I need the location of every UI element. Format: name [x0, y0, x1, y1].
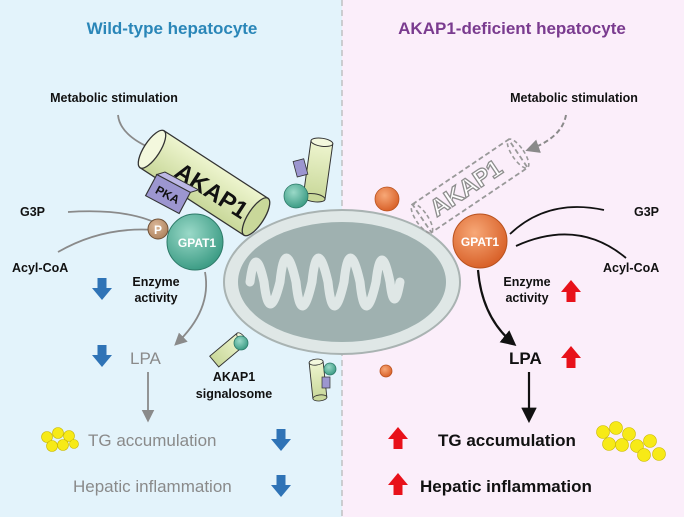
gpat1-small-top [283, 183, 309, 209]
akap1-cylinder-left [137, 129, 271, 237]
right-activity-label: activity [505, 291, 548, 305]
up-arrow-icon [388, 427, 408, 449]
gpat1-right-label: GPAT1 [461, 235, 500, 249]
up-arrow-icon [561, 280, 581, 302]
gpat1-left [166, 213, 224, 271]
left-inflammation-label: Hepatic inflammation [73, 477, 232, 496]
right-g3p-label: G3P [634, 205, 659, 219]
mitochondrion [223, 209, 461, 355]
up-arrow-icon [561, 346, 581, 368]
tg-droplets-right [596, 421, 666, 462]
right-metabolic-arrow [525, 114, 567, 153]
right-gpat1-to-lpa-arrow [476, 269, 517, 346]
tg-droplets-left [41, 427, 79, 452]
left-lpa-label: LPA [130, 349, 162, 368]
gpat1-signalosome [233, 335, 249, 351]
signalosome-label-line2: signalosome [196, 387, 272, 401]
gpat1-small-bottom [323, 362, 337, 376]
signalosome-label-line1: AKAP1 [213, 370, 255, 384]
pka-block [144, 171, 200, 215]
phosphate-circle [147, 218, 169, 240]
gpat1-left-label: GPAT1 [178, 236, 217, 250]
left-acylcoa-label: Acyl-CoA [12, 261, 68, 275]
down-arrow-icon [271, 475, 291, 497]
right-enzyme-label: Enzyme [503, 275, 550, 289]
left-activity-label: activity [134, 291, 177, 305]
phosphate-label: P [154, 223, 162, 237]
left-gpat1-to-lpa-arrow [174, 271, 207, 346]
down-arrow-icon [92, 345, 112, 367]
right-lpa-label: LPA [509, 349, 542, 368]
right-inflammation-label: Hepatic inflammation [420, 477, 592, 496]
pka-small-bottom [321, 376, 331, 389]
left-g3p-label: G3P [20, 205, 45, 219]
right-title: AKAP1-deficient hepatocyte [398, 19, 626, 38]
up-arrow-icon [388, 473, 408, 495]
down-arrow-icon [271, 429, 291, 451]
left-metabolic-label: Metabolic stimulation [50, 91, 178, 105]
gpat1-free-top [374, 186, 400, 212]
right-tg-label: TG accumulation [438, 431, 576, 450]
akap1-cylinder-small-top [302, 137, 334, 203]
left-title: Wild-type hepatocyte [87, 19, 258, 38]
left-enzyme-label: Enzyme [132, 275, 179, 289]
right-g3p-curve [509, 206, 605, 235]
right-acylcoa-curve [515, 233, 627, 259]
right-acylcoa-label: Acyl-CoA [603, 261, 659, 275]
down-arrow-icon [92, 278, 112, 300]
right-metabolic-label: Metabolic stimulation [510, 91, 638, 105]
left-tg-label: TG accumulation [88, 431, 217, 450]
pka-small-top [292, 158, 309, 178]
gpat1-right [452, 213, 508, 269]
akap1-cylinder-small-bottom [308, 358, 328, 402]
gpat1-free-bottom [379, 364, 393, 378]
